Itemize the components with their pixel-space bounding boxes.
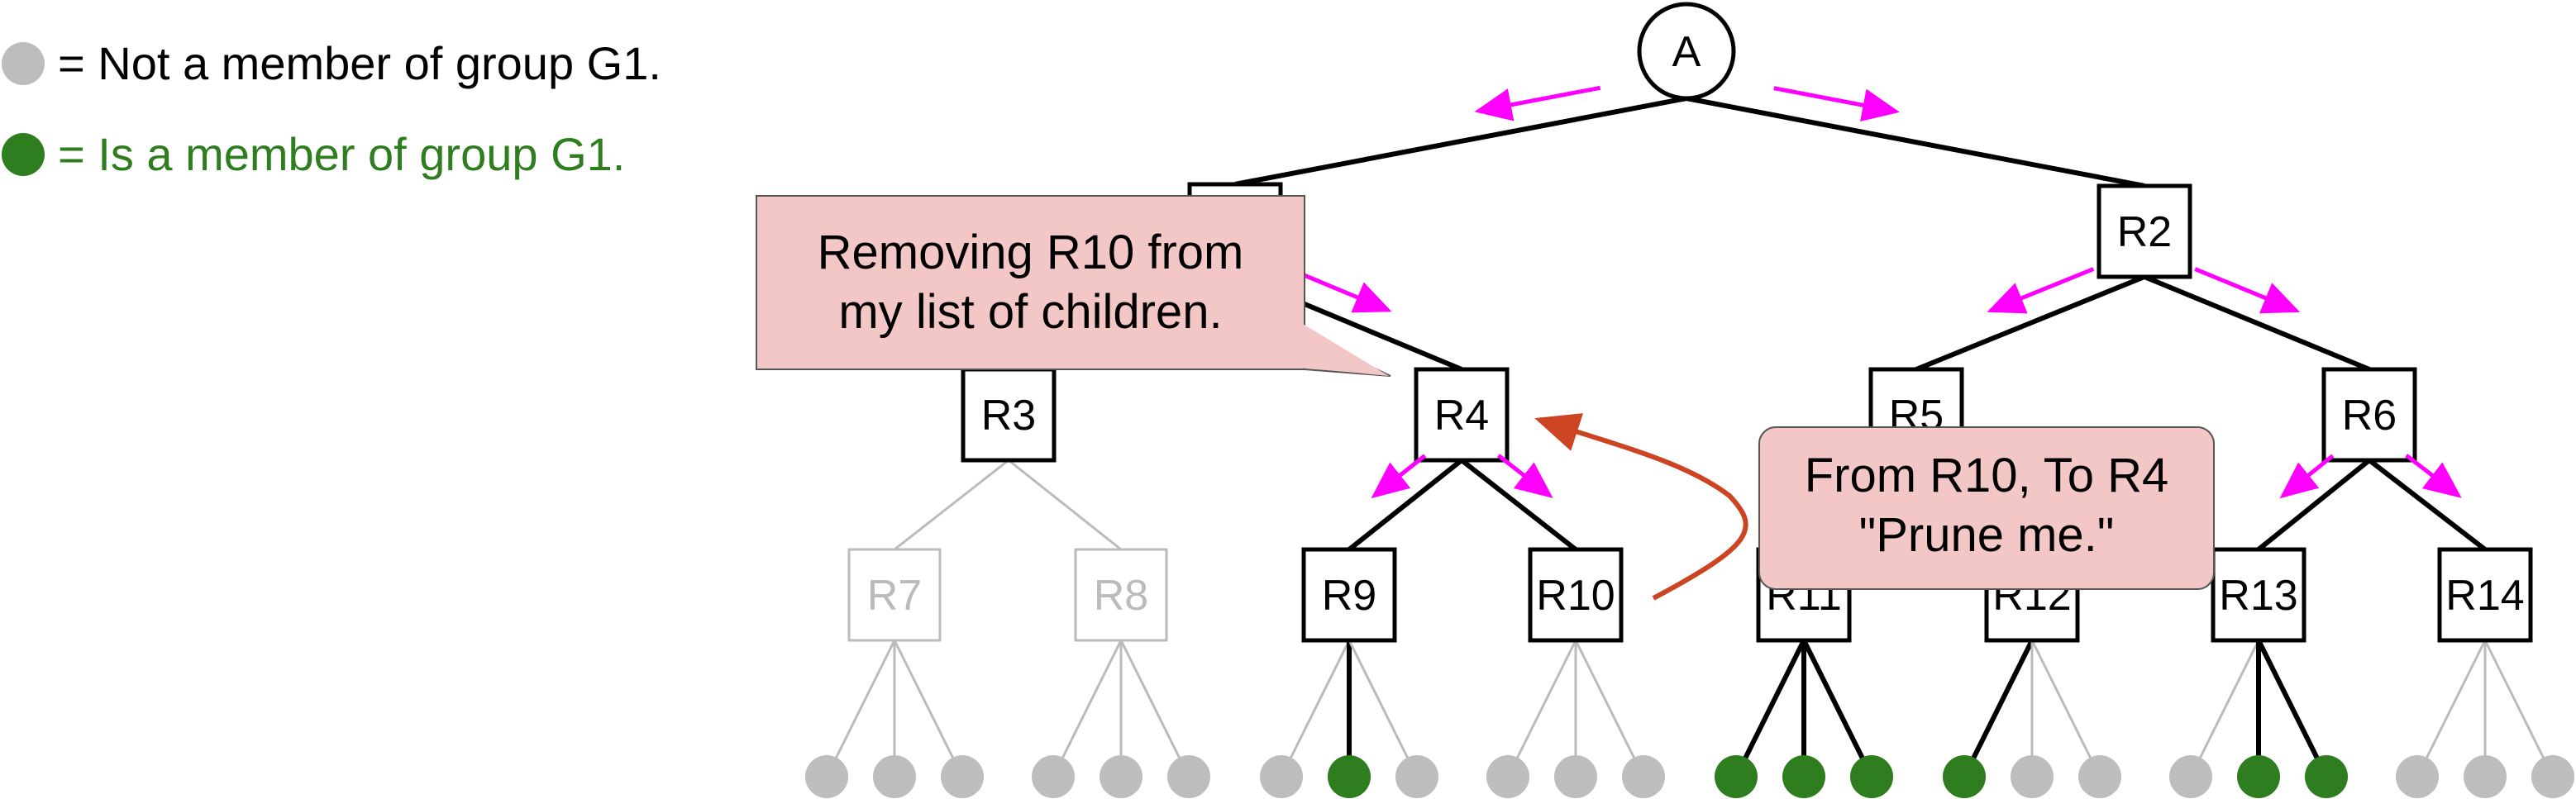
- member-dot-icon: [2, 132, 45, 176]
- nonmember-leaf: [1167, 755, 1210, 798]
- message-arrow-R2-R6: [2194, 267, 2301, 314]
- leaf-edge-R7-2: [893, 640, 964, 778]
- leaf-edge-R9-0: [1280, 640, 1351, 778]
- callout-removing: Removing R10 from my list of children.: [756, 223, 1305, 342]
- nonmember-leaf: [2531, 755, 2574, 798]
- leaf-edge-R11-0: [1734, 639, 1806, 778]
- message-arrow-R6-R14: [2405, 454, 2462, 498]
- member-leaf: [1782, 755, 1825, 798]
- node-r6-label: R6: [2342, 392, 2397, 440]
- message-arrow-R4-R9: [1371, 454, 1427, 499]
- edge-R2-R6: [2143, 274, 2371, 372]
- callout-shapes: [756, 195, 2215, 590]
- leaf-edge-R8-0: [1052, 640, 1123, 778]
- nonmember-leaf: [2169, 755, 2212, 798]
- edge-R4-R10: [1460, 458, 1577, 552]
- nonmember-leaf: [1554, 755, 1597, 798]
- nonmember-leaf: [2396, 755, 2439, 798]
- node-r7-label: R7: [867, 572, 922, 620]
- node-r6-shape: [2321, 367, 2417, 463]
- node-r8-label: R8: [1094, 572, 1148, 620]
- nonmember-leaf: [805, 755, 848, 798]
- nonmember-leaf: [2078, 755, 2121, 798]
- node-r9-shape: [1301, 547, 1397, 643]
- legend-nonmember: = Not a member of group G1.: [2, 36, 661, 90]
- node-r9-label: R9: [1322, 572, 1376, 620]
- leaf-edge-R8-2: [1119, 640, 1190, 778]
- node-r2-shape: [2097, 183, 2192, 279]
- prune-message-arrow: [1534, 413, 1748, 601]
- nonmember-leaf: [1486, 755, 1529, 798]
- node-r14-shape: [2437, 547, 2533, 643]
- message-arrow-A-R1: [1474, 85, 1601, 121]
- leaf-edge-R10-0: [1506, 640, 1577, 778]
- node-r10-label: R10: [1536, 572, 1615, 620]
- edge-A-R1: [1234, 96, 1687, 187]
- leaf-edge-R12-2: [2030, 640, 2101, 778]
- node-r4-label: R4: [1434, 392, 1489, 440]
- nonmember-dot-icon: [2, 41, 45, 85]
- callout-prune-line-2: "Prune me.": [1858, 508, 2115, 562]
- member-leaf: [1715, 755, 1758, 798]
- callout-removing-line-1: Removing R10 from: [817, 226, 1244, 279]
- leaf-edge-R7-0: [825, 640, 896, 778]
- prune-arrow-R10-R4: [1534, 413, 1748, 601]
- leaf-edge-R9-2: [1348, 640, 1419, 778]
- nonmember-leaf: [2011, 755, 2054, 798]
- leaf-edge-R13-0: [2189, 640, 2260, 778]
- leaf-edge-R12-0: [1962, 639, 2035, 778]
- node-r4-shape: [1414, 367, 1510, 463]
- callout-removing-tail-fill: [1303, 324, 1389, 376]
- legend-nonmember-label: = Not a member of group G1.: [58, 37, 661, 89]
- node-r13-shape: [2211, 547, 2306, 643]
- edge-R3-R8: [1008, 459, 1122, 551]
- leaf-edge-R11-2: [1801, 639, 1874, 778]
- member-leaf: [1328, 755, 1371, 798]
- callout-prune-box: [1758, 426, 2215, 590]
- legend-member: = Is a member of group G1.: [2, 127, 625, 181]
- nonmember-leaf: [1622, 755, 1665, 798]
- node-a-shape: [1637, 2, 1736, 101]
- callout-prune: From R10, To R4 "Prune me.": [1759, 446, 2214, 565]
- nonmember-leaf: [1100, 755, 1143, 798]
- member-leaf: [2305, 755, 2348, 798]
- leaf-edge-R14-2: [2483, 640, 2555, 778]
- node-r14-label: R14: [2445, 572, 2524, 620]
- leaf-nodes: [805, 639, 2574, 798]
- edge-R2-R5: [1915, 274, 2146, 372]
- edge-R3-R7: [894, 459, 1009, 551]
- node-r13-label: R13: [2219, 572, 2297, 620]
- nonmember-leaf: [941, 755, 984, 798]
- nonmember-leaf: [1395, 755, 1438, 798]
- edge-R6-R14: [2368, 458, 2487, 552]
- message-arrow-R6-R13: [2279, 454, 2335, 499]
- leaf-edge-R10-2: [1574, 640, 1645, 778]
- nonmember-leaf: [873, 755, 916, 798]
- node-a-label: A: [1672, 28, 1701, 76]
- node-r3-shape: [961, 367, 1057, 463]
- node-r7-shape: [847, 548, 942, 642]
- member-leaf: [1943, 755, 1986, 798]
- leaf-edge-R13-2: [2256, 639, 2329, 778]
- leaf-edge-R14-0: [2416, 640, 2487, 778]
- nonmember-leaf: [1260, 755, 1303, 798]
- nonmember-leaf: [1032, 755, 1075, 798]
- message-arrow-R4-R10: [1497, 454, 1553, 498]
- legend-member-label: = Is a member of group G1.: [58, 128, 626, 180]
- member-leaf: [2237, 755, 2280, 798]
- nonmember-leaf: [2464, 755, 2507, 798]
- edge-R6-R13: [2257, 458, 2371, 552]
- node-r2-label: R2: [2117, 208, 2172, 256]
- node-r3-label: R3: [981, 392, 1036, 440]
- node-r8-shape: [1074, 548, 1168, 642]
- callout-prune-line-1: From R10, To R4: [1804, 449, 2169, 502]
- message-arrow-A-R2: [1773, 86, 1900, 121]
- message-arrow-R2-R5: [1987, 267, 2095, 314]
- node-r10-shape: [1528, 547, 1624, 643]
- edge-R4-R9: [1348, 458, 1463, 552]
- member-leaf: [1850, 755, 1893, 798]
- callout-removing-line-2: my list of children.: [838, 285, 1223, 339]
- edge-A-R2: [1686, 96, 2145, 188]
